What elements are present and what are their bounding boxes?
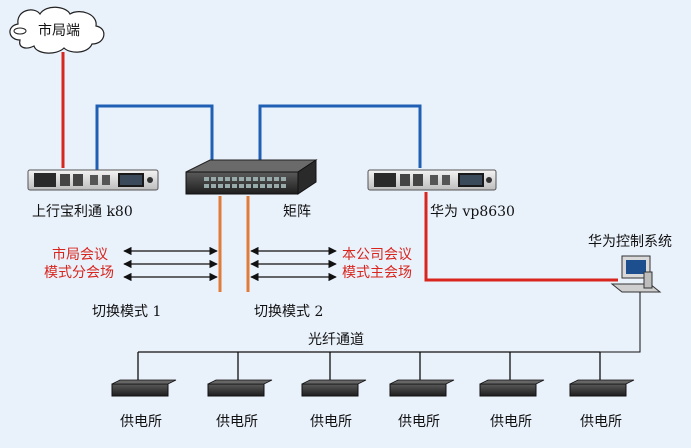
substation-switch-icon (569, 379, 635, 397)
label-substation: 供电所 (398, 414, 440, 430)
label-main-venue-mode: 模式主会场 (342, 265, 412, 281)
label-switch-mode-2: 切换模式 2 (254, 304, 324, 320)
label-device-left: 上行宝利通 k80 (32, 204, 133, 220)
label-substation: 供电所 (490, 414, 532, 430)
label-city-end: 市局端 (38, 23, 80, 39)
computer-icon (610, 255, 662, 293)
label-substation: 供电所 (120, 414, 162, 430)
substation-switch-icon (207, 379, 273, 397)
cloud-icon (9, 6, 105, 54)
link-control-fiber (600, 292, 641, 353)
label-substation: 供电所 (580, 414, 622, 430)
codec-left-device (27, 169, 159, 191)
label-control-system: 华为控制系统 (588, 234, 672, 250)
substation-switch-icon (111, 379, 177, 397)
substation-switch-icon (389, 379, 455, 397)
label-substation: 供电所 (216, 414, 258, 430)
red-link-right (424, 192, 618, 282)
substation-switch-icon (479, 379, 545, 397)
blue-link-right (258, 104, 422, 168)
matrix-switch-icon (185, 159, 318, 195)
blue-link-left (95, 104, 214, 170)
label-branch-venue-mode: 模式分会场 (44, 265, 114, 281)
label-device-right: 华为 vp8630 (430, 204, 515, 220)
codec-right-device (367, 169, 497, 191)
label-city-meeting: 市局会议 (52, 247, 108, 263)
label-substation: 供电所 (310, 414, 352, 430)
label-matrix: 矩阵 (283, 204, 311, 220)
label-switch-mode-1: 切换模式 1 (92, 304, 162, 320)
label-company-meeting: 本公司会议 (342, 247, 412, 263)
label-fiber-channel: 光纤通道 (308, 332, 364, 348)
substation-switch-icon (301, 379, 367, 397)
